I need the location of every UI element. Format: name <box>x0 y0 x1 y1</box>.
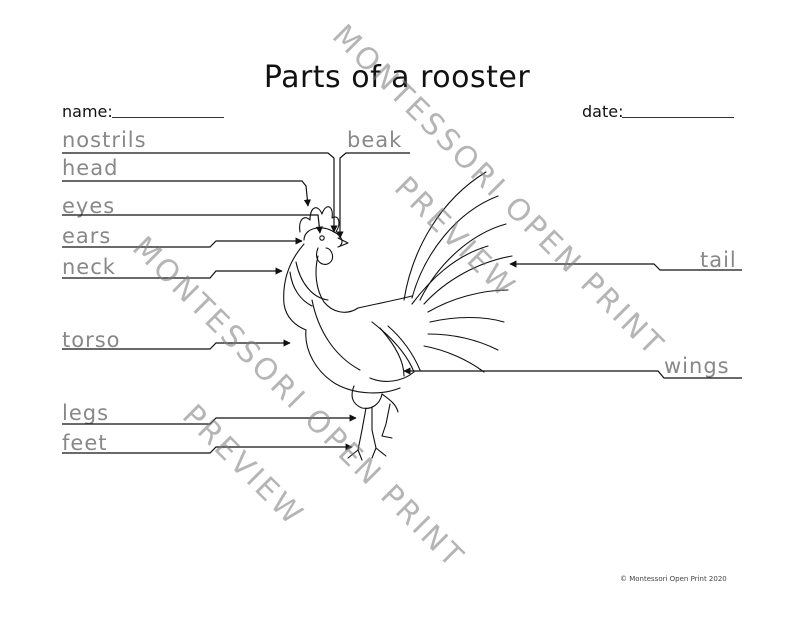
leader-beak <box>336 152 410 239</box>
leader-feet <box>62 443 353 454</box>
leader-head <box>62 180 311 207</box>
rooster-illustration <box>283 171 513 461</box>
leader-neck <box>62 267 283 279</box>
date-field[interactable] <box>622 117 734 118</box>
label-feet: feet <box>62 431 108 455</box>
label-neck: neck <box>62 255 116 279</box>
label-beak: beak <box>347 128 403 152</box>
label-wings: wings <box>664 354 730 378</box>
leader-eyes <box>62 214 323 234</box>
copyright-notice: © Montessori Open Print 2020 <box>620 575 727 583</box>
label-torso: torso <box>62 328 121 352</box>
leader-wings <box>403 367 742 379</box>
page-title: Parts of a rooster <box>263 60 531 95</box>
label-head: head <box>62 156 119 180</box>
leader-legs <box>62 414 357 425</box>
label-eyes: eyes <box>62 194 116 218</box>
label-legs: legs <box>62 401 110 425</box>
leader-nostrils <box>62 152 338 233</box>
date-label: date: <box>582 102 624 121</box>
name-field[interactable] <box>112 117 224 118</box>
leader-torso <box>62 339 291 350</box>
label-ears: ears <box>62 224 112 248</box>
label-tail: tail <box>700 248 737 272</box>
name-label: name: <box>62 102 113 121</box>
label-nostrils: nostrils <box>62 128 147 152</box>
leader-ears <box>62 237 303 248</box>
leader-tail <box>509 260 742 271</box>
